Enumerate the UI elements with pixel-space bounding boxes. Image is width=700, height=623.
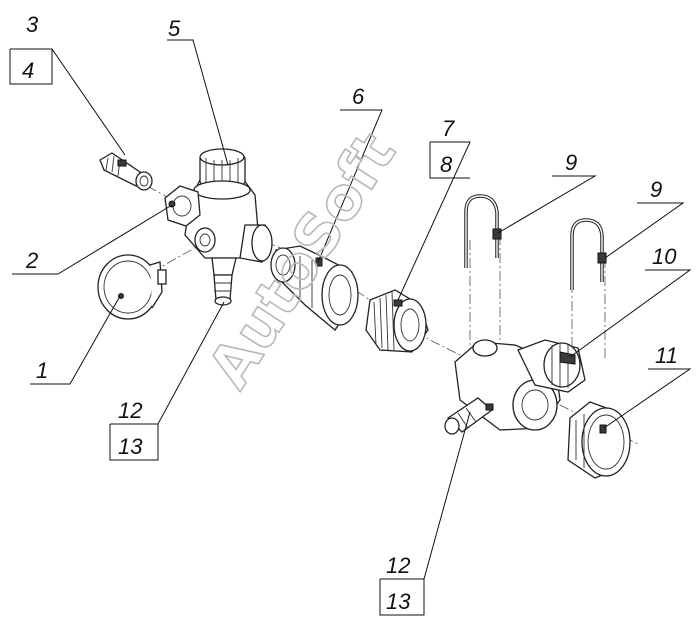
label-7: 7 [442,116,455,141]
part-number-labels: 3 4 5 6 7 8 9 9 10 11 2 1 12 13 12 13 [22,12,678,614]
label-11: 11 [655,343,678,368]
part-9-u-pin-left [464,194,502,268]
label-6: 6 [352,84,365,109]
label-8: 8 [440,152,453,177]
label-5: 5 [168,16,181,41]
label-2: 2 [25,248,38,273]
leader-lines [9,39,692,616]
label-10: 10 [652,244,677,269]
part-9-u-pin-right [570,218,607,290]
label-13-upper: 13 [118,434,143,459]
label-9-a: 9 [565,150,577,175]
label-12-lower: 12 [386,553,410,578]
label-3: 3 [26,12,39,37]
part-6-coupling [270,245,359,331]
part-1-pressure-gauge [97,254,167,320]
part-11-cap [567,401,631,479]
label-13-lower: 13 [386,589,411,614]
label-12-upper: 12 [118,398,142,423]
part-7-8-threaded-nipple [365,289,429,353]
label-9-b: 9 [650,177,662,202]
part-10-manifold [444,339,586,435]
part-3-4-fitting [99,152,153,191]
part-5-valve-body [164,148,273,306]
label-1: 1 [36,358,48,383]
label-4: 4 [22,58,34,83]
